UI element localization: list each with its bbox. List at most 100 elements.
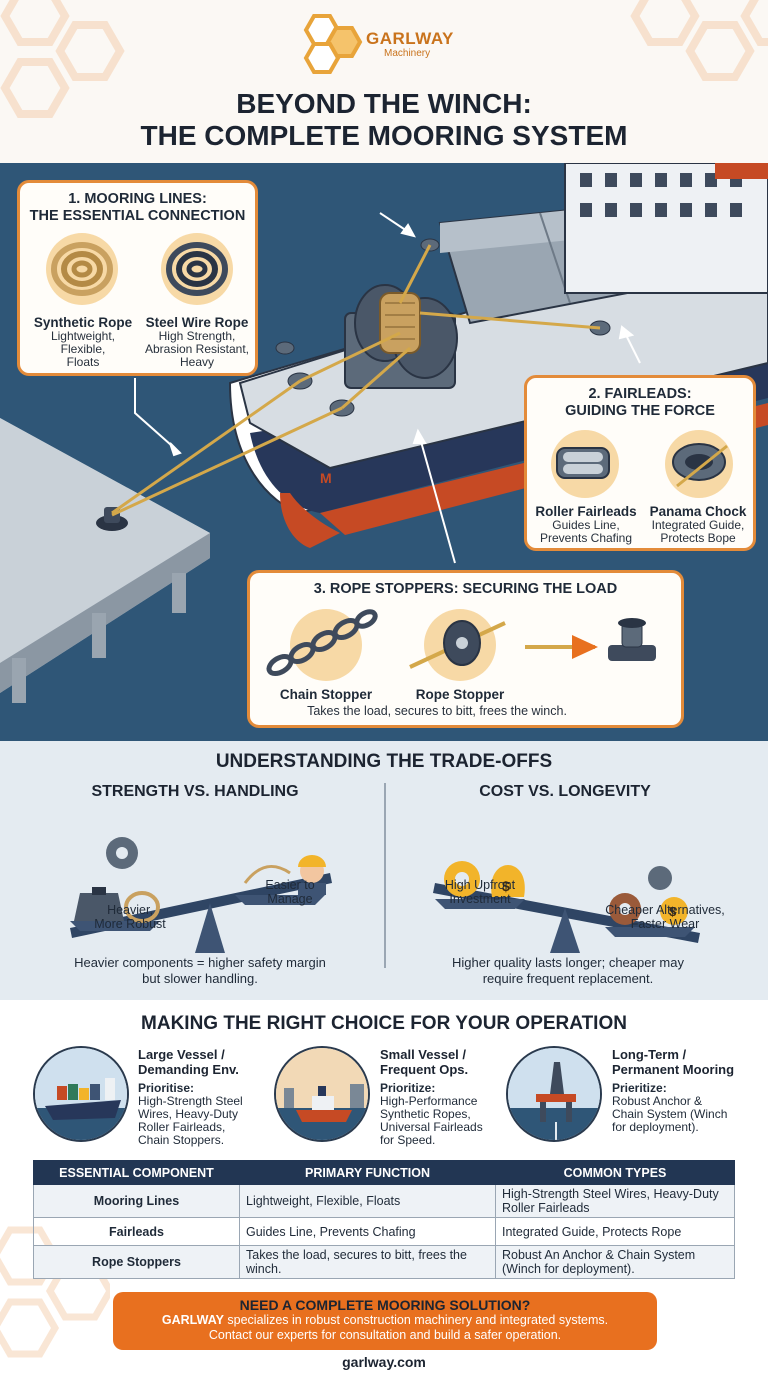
small-vessel-body-5: for Speed. xyxy=(380,1133,436,1147)
money-bag-icon: $ xyxy=(491,865,525,897)
cta-line2: Contact our experts for consultation and… xyxy=(208,1328,562,1342)
roller-fairleads-label: Roller Fairleads xyxy=(535,504,637,519)
high-upfront-label: High Upfront Investment xyxy=(420,878,540,906)
choice-title: MAKING THE RIGHT CHOICE FOR YOUR OPERATI… xyxy=(141,1013,627,1034)
hexagon-logo-icon xyxy=(303,14,363,74)
small-vessel-body-4: Universal Fairleads xyxy=(380,1120,483,1134)
small-gear-icon xyxy=(648,866,672,890)
hexagon-pattern-left xyxy=(0,0,125,118)
svg-text:$: $ xyxy=(669,904,677,919)
panama-chock-icon xyxy=(665,430,733,498)
worker-icon xyxy=(298,855,326,895)
large-vessel-body-1: Prioritise: xyxy=(138,1081,195,1095)
callout-arrows xyxy=(134,212,641,564)
brand-logo[interactable]: GARLWAY Machinery xyxy=(300,12,470,80)
fairleads-card: 2. FAIRLEADS: GUIDING THE FORCE Roller F… xyxy=(524,375,756,551)
roller-fairleads-desc-2: Prevents Chafing xyxy=(539,531,633,545)
permanent-mooring-heading-1: Long-Term / xyxy=(612,1047,687,1062)
table-header-row: ESSENTIAL COMPONENT PRIMARY FUNCTION COM… xyxy=(33,1160,735,1185)
permanent-mooring-body: Prieritize: Robust Anchor & Chain System… xyxy=(612,1082,727,1134)
cost-note: Higher quality lasts longer; cheaper may… xyxy=(408,955,728,987)
permanent-mooring-body-1: Prieritize: xyxy=(612,1081,667,1095)
table-row: Fairleads Guides Line, Prevents Chafing … xyxy=(33,1217,735,1246)
rope-stopper-label: Rope Stopper xyxy=(415,687,505,702)
table-cell: Guides Line, Prevents Chafing xyxy=(239,1217,496,1246)
upfront-label-line1: High Upfront xyxy=(444,878,516,892)
roller-fairleads-desc-1: Guides Line, xyxy=(552,518,620,532)
small-vessel-heading: Small Vessel / Frequent Ops. xyxy=(380,1047,468,1077)
steel-wire-rope-desc-1: High Strength, xyxy=(158,329,236,343)
rope-stoppers-caption: Takes the load, secures to bitt, frees t… xyxy=(307,704,567,718)
table-cell: Lightweight, Flexible, Floats xyxy=(239,1184,496,1218)
steel-wire-rope-label: Steel Wire Rope xyxy=(145,315,249,330)
synthetic-rope-desc-3: Floats xyxy=(66,355,100,369)
mooring-lines-card: 1. MOORING LINES: THE ESSENTIAL CONNECTI… xyxy=(17,180,258,376)
fairleads-title: 2. FAIRLEADS: xyxy=(588,386,692,402)
small-vessel-image xyxy=(274,1046,370,1142)
large-vessel-body-3: Wires, Heavy-Duty xyxy=(138,1107,239,1121)
permanent-mooring-heading-2: Permanent Mooring xyxy=(612,1062,735,1077)
choice-section: MAKING THE RIGHT CHOICE FOR YOUR OPERATI… xyxy=(0,1000,768,1376)
steel-wire-rope-desc-3: Heavy xyxy=(179,355,214,369)
steel-wire-rope-icon xyxy=(161,233,233,305)
permanent-mooring-image xyxy=(506,1046,602,1142)
large-vessel-heading: Large Vessel / Demanding Env. xyxy=(138,1047,239,1077)
cta-banner[interactable]: NEED A COMPLETE MOORING SOLUTION? GARLWA… xyxy=(113,1292,657,1350)
panama-chock-label: Panama Chock xyxy=(649,504,747,519)
svg-text:M: M xyxy=(320,470,332,486)
easier-label-line1: Easier to xyxy=(265,878,315,892)
svg-text:$: $ xyxy=(502,878,510,894)
table-header-component: ESSENTIAL COMPONENT xyxy=(33,1160,240,1185)
small-vessel-heading-2: Frequent Ops. xyxy=(380,1062,469,1077)
strength-note-line1: Heavier components = higher safety margi… xyxy=(74,955,326,970)
page-title-line1: BEYOND THE WINCH: xyxy=(236,88,532,119)
strength-balance-icon xyxy=(70,837,332,953)
strength-note-line2: but slower handling. xyxy=(142,971,258,986)
table-row: Mooring Lines Lightweight, Flexible, Flo… xyxy=(33,1184,735,1218)
tradeoffs-section: UNDERSTANDING THE TRADE-OFFS STRENGTH VS… xyxy=(0,741,768,1000)
small-vessel-body-3: Synthetic Ropes, xyxy=(380,1107,471,1121)
table-header-function: PRIMARY FUNCTION xyxy=(239,1160,496,1185)
chain-stopper-label: Chain Stopper xyxy=(279,687,373,702)
cta-line1-text: specializes in robust construction machi… xyxy=(223,1313,609,1327)
fairlead-icons xyxy=(551,430,733,498)
permanent-mooring-body-3: Chain System (Winch xyxy=(612,1107,728,1121)
table-cell: High-Strength Steel Wires, Heavy-Duty Ro… xyxy=(495,1184,735,1218)
mooring-lines-title: 1. MOORING LINES: xyxy=(68,191,207,207)
brand-name: GARLWAY xyxy=(366,29,454,48)
tradeoffs-title: UNDERSTANDING THE TRADE-OFFS xyxy=(215,751,553,772)
rope-stoppers-title: 3. ROPE STOPPERS: SECURING THE LOAD xyxy=(313,581,618,597)
page-title: BEYOND THE WINCH: THE COMPLETE MOORING S… xyxy=(0,88,768,152)
steel-wire-rope-desc-2: Abrasion Resistant, xyxy=(144,342,250,356)
cost-note-line2: require frequent replacement. xyxy=(482,971,654,986)
mooring-lines-subtitle: THE ESSENTIAL CONNECTION xyxy=(29,208,246,224)
synthetic-rope-desc-1: Lightweight, xyxy=(50,329,116,343)
synthetic-rope-label: Synthetic Rope xyxy=(33,315,133,330)
table-row: Rope Stoppers Takes the load, secures to… xyxy=(33,1245,735,1279)
rope-stopper-icon xyxy=(409,609,506,681)
permanent-mooring-body-4: for deployment). xyxy=(612,1120,699,1134)
cta-line1: GARLWAY specializes in robust constructi… xyxy=(113,1313,657,1328)
rusty-gear-icon xyxy=(609,893,641,925)
brand-sub: Machinery xyxy=(384,48,431,59)
panama-chock-desc-2: Protects Bope xyxy=(660,531,736,545)
large-vessel-heading-1: Large Vessel / xyxy=(138,1047,225,1062)
table-cell: Mooring Lines xyxy=(33,1184,240,1218)
heavier-label-line2: More Robust xyxy=(94,917,166,931)
cta-brand: GARLWAY xyxy=(161,1313,224,1327)
header: GARLWAY Machinery BEYOND THE WINCH: THE … xyxy=(0,0,768,163)
gold-gear-icon xyxy=(444,861,480,897)
cheaper-label-line1: Cheaper Alternatives, xyxy=(605,903,725,917)
table-cell: Takes the load, secures to bitt, frees t… xyxy=(239,1245,496,1279)
easier-manage-label: Easier to Manage xyxy=(230,878,350,906)
ship-superstructure xyxy=(564,163,768,294)
stopper-icons xyxy=(266,609,656,681)
table-cell: Rope Stoppers xyxy=(33,1245,240,1279)
heavier-robust-label: Heavier, More Robust xyxy=(70,903,190,931)
components-table: ESSENTIAL COMPONENT PRIMARY FUNCTION COM… xyxy=(33,1160,735,1279)
panama-chock-desc-1: Integrated Guide, xyxy=(651,518,745,532)
tradeoffs-divider xyxy=(384,783,386,968)
cost-note-line1: Higher quality lasts longer; cheaper may xyxy=(452,955,684,970)
gear-icon xyxy=(106,837,138,869)
website-link[interactable]: garlway.com xyxy=(342,1354,426,1370)
